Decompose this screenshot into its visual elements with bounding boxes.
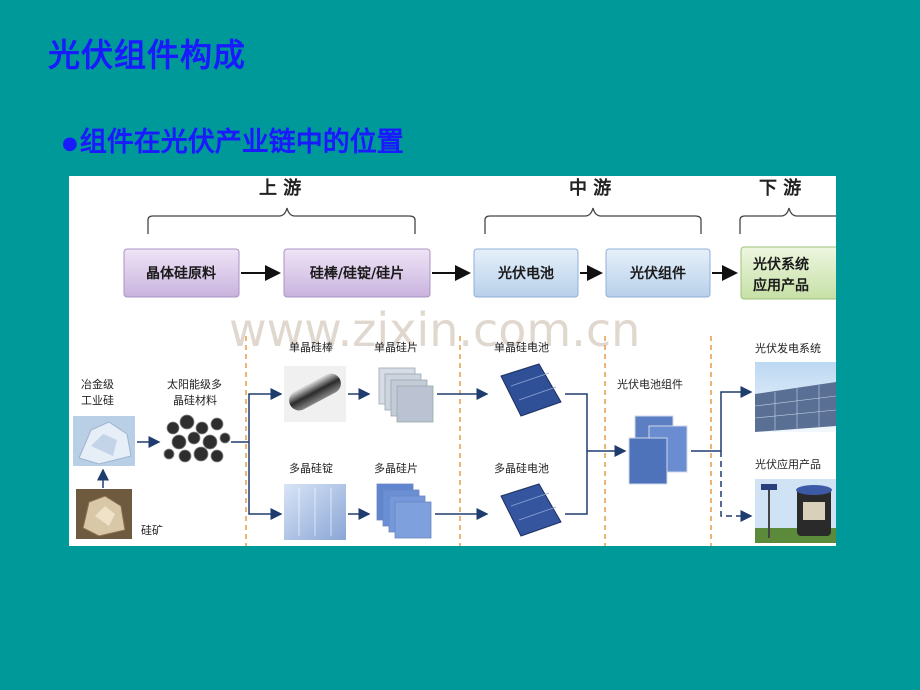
photo-mono-wafers xyxy=(378,367,434,423)
photo-metallurgical-silicon xyxy=(73,416,135,466)
stage-downstream: 下 游 xyxy=(759,177,801,199)
branch-arrows-upstream xyxy=(231,388,283,520)
label-multi-cell: 多晶硅电池 xyxy=(494,461,549,475)
slide-title: 光伏组件构成 xyxy=(48,36,247,74)
brace-downstream xyxy=(739,207,836,234)
brace-midstream xyxy=(484,207,702,234)
photo-multi-ingot xyxy=(284,484,346,540)
box-silicon-raw-label: 晶体硅原料 xyxy=(146,265,216,282)
industry-chain-diagram: 上 游 中 游 下 游 晶体硅原料 硅棒/硅锭/硅片 光伏电池 光伏组件 光伏系… xyxy=(73,177,836,546)
label-mono-rod: 单晶硅棒 xyxy=(289,340,333,354)
photo-multi-wafers xyxy=(376,483,432,539)
box-pv-cell: 光伏电池 xyxy=(473,248,579,298)
bullet-point: ●组件在光伏产业链中的位置 xyxy=(62,120,404,159)
label-applications: 光伏应用产品 xyxy=(755,457,821,471)
label-multi-wafer: 多晶硅片 xyxy=(374,461,418,475)
label-mono-wafer: 单晶硅片 xyxy=(374,341,418,354)
bullet-text: 组件在光伏产业链中的位置 xyxy=(79,127,404,158)
box-system-products: 光伏系统 应用产品 xyxy=(740,246,836,300)
box-pv-module-label: 光伏组件 xyxy=(629,265,686,282)
box-pv-cell-label: 光伏电池 xyxy=(497,265,554,282)
industry-chain-figure: 上 游 中 游 下 游 晶体硅原料 硅棒/硅锭/硅片 光伏电池 光伏组件 光伏系… xyxy=(69,176,836,546)
box-rod-ingot-wafer: 硅棒/硅锭/硅片 xyxy=(283,248,431,298)
label-mono-cell: 单晶硅电池 xyxy=(494,341,549,354)
photo-power-system xyxy=(754,362,836,432)
photo-mono-cell xyxy=(500,363,562,417)
box-pv-module: 光伏组件 xyxy=(605,248,711,298)
box-silicon-raw: 晶体硅原料 xyxy=(123,248,240,298)
photo-silicon-ore xyxy=(76,489,132,539)
label-silicon-ore: 硅矿 xyxy=(141,524,163,537)
merge-arrows-midstream xyxy=(565,393,627,515)
box-rod-ingot-wafer-label: 硅棒/硅锭/硅片 xyxy=(310,265,404,282)
label-module: 光伏电池组件 xyxy=(617,377,683,391)
label-solar-grade-1: 太阳能级多 xyxy=(167,377,222,391)
brace-upstream xyxy=(147,207,416,234)
box-system-label-2: 应用产品 xyxy=(753,277,809,294)
photo-mono-rod xyxy=(284,366,346,422)
photo-applications xyxy=(755,479,836,543)
label-metallurgical-1: 冶金级 xyxy=(81,377,114,391)
stage-midstream: 中 游 xyxy=(569,177,611,199)
stage-separators xyxy=(245,336,712,546)
photo-module xyxy=(628,415,688,485)
box-system-label-1: 光伏系统 xyxy=(752,256,809,273)
stage-upstream: 上 游 xyxy=(259,177,301,199)
photo-solar-grade-silicon xyxy=(163,414,231,463)
bullet-dot: ● xyxy=(62,133,78,154)
split-arrows-downstream xyxy=(691,386,753,522)
watermark: www.zixin.com.cn xyxy=(229,303,640,357)
label-multi-ingot: 多晶硅锭 xyxy=(289,461,333,475)
label-metallurgical-2: 工业硅 xyxy=(81,394,114,407)
photo-multi-cell xyxy=(500,483,562,537)
label-power-system: 光伏发电系统 xyxy=(755,341,821,355)
label-solar-grade-2: 晶硅材料 xyxy=(173,393,217,407)
